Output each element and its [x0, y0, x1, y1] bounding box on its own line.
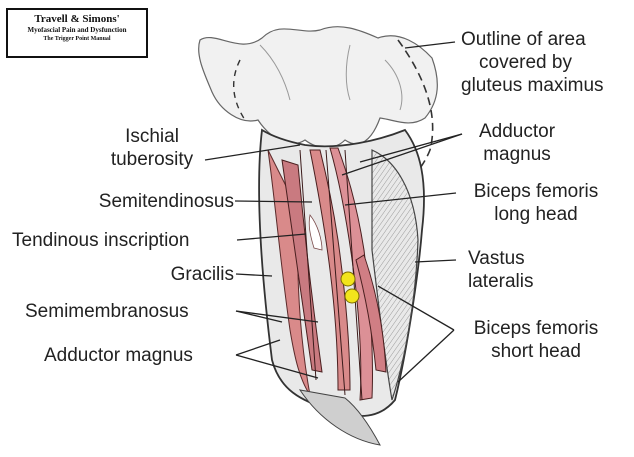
label-biceps-long-line2: long head — [456, 203, 616, 226]
label-semimembranosus: Semimembranosus — [25, 300, 189, 323]
label-biceps-short-line2: short head — [456, 340, 616, 363]
label-adductor-magnus-top: Adductor magnus — [462, 120, 572, 166]
label-adductor-top-line2: magnus — [462, 143, 572, 166]
label-biceps-long-line1: Biceps femoris — [456, 180, 616, 203]
label-ischial-line1: Ischial — [102, 125, 202, 148]
label-ischial-tuberosity: Ischial tuberosity — [102, 125, 202, 171]
label-adductor-top-line1: Adductor — [462, 120, 572, 143]
label-gracilis: Gracilis — [120, 263, 234, 286]
logo-tagline: The Trigger Point Manual — [8, 35, 146, 44]
label-outline-gluteus-line1: Outline of area — [461, 28, 604, 51]
label-outline-gluteus: Outline of area covered by gluteus maxim… — [461, 28, 604, 97]
label-outline-gluteus-line2: covered by — [461, 51, 604, 74]
label-biceps-short: Biceps femoris short head — [456, 317, 616, 363]
label-biceps-long: Biceps femoris long head — [456, 180, 616, 226]
label-ischial-line2: tuberosity — [102, 148, 202, 171]
logo-title: Travell & Simons' — [8, 13, 146, 25]
label-vastus-line2: lateralis — [468, 270, 533, 293]
label-tendinous-inscription: Tendinous inscription — [12, 229, 189, 252]
logo-subtitle: Myofascial Pain and Dysfunction — [8, 25, 146, 35]
label-biceps-short-line1: Biceps femoris — [456, 317, 616, 340]
label-vastus-line1: Vastus — [468, 247, 533, 270]
label-outline-gluteus-line3: gluteus maximus — [461, 74, 604, 97]
label-semitendinosus: Semitendinosus — [60, 190, 234, 213]
label-vastus-lateralis: Vastus lateralis — [468, 247, 533, 293]
label-adductor-magnus-bottom: Adductor magnus — [44, 344, 193, 367]
trigger-point-1 — [341, 272, 355, 286]
book-logo: Travell & Simons' Myofascial Pain and Dy… — [6, 8, 148, 58]
trigger-point-2 — [345, 289, 359, 303]
